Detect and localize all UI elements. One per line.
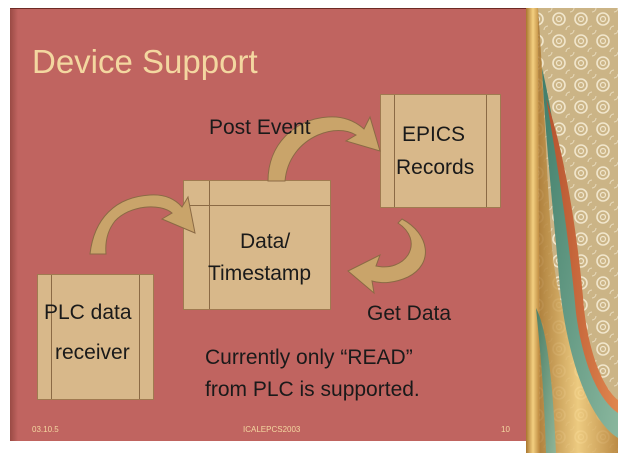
epics-records-box [380, 94, 501, 208]
data-line1: Data/ [240, 230, 291, 253]
plc-line1: PLC data [44, 301, 132, 324]
decorative-strip [526, 8, 618, 453]
curved-arrow-icon [347, 218, 426, 295]
data-line2: Timestamp [208, 262, 312, 285]
post-event-label: Post Event [209, 116, 311, 139]
footer-date: 03.10.5 [32, 425, 59, 434]
epics-line1: EPICS [402, 123, 466, 146]
curved-arrow-icon [267, 115, 381, 182]
plc-line2: receiver [55, 341, 130, 364]
footer-conference: ICALEPCS2003 [243, 425, 301, 434]
slide-left-edge [10, 9, 18, 441]
slide-title: Device Support [32, 43, 258, 80]
curved-arrow-icon [89, 194, 196, 255]
data-timestamp-box [183, 180, 331, 310]
note-line2: from PLC is supported. [205, 378, 420, 401]
note-line1: Currently only “READ” [205, 346, 413, 369]
arrows-layer [89, 115, 426, 295]
footer-page-number: 10 [501, 425, 510, 434]
slide: Device Support Post Event EPICS Records … [10, 8, 608, 441]
plc-receiver-box [37, 274, 154, 400]
epics-line2: Records [396, 156, 475, 179]
get-data-label: Get Data [367, 302, 452, 325]
